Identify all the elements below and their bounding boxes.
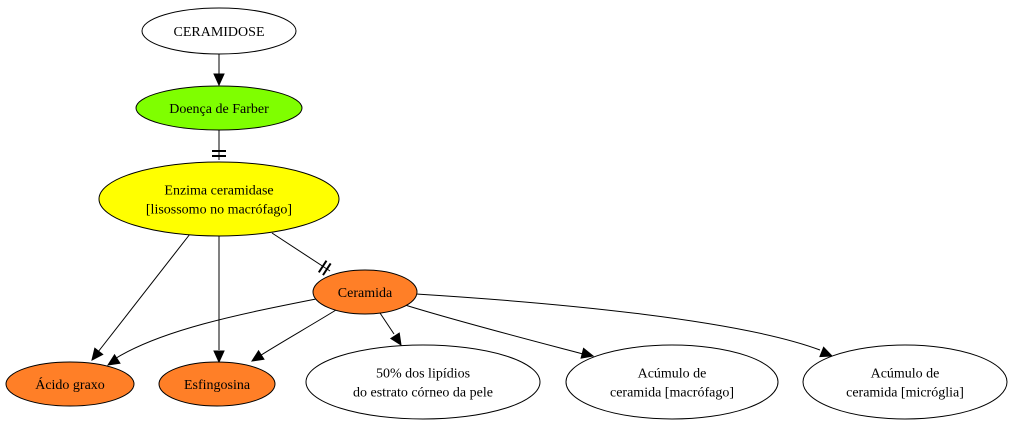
edge-line xyxy=(415,293,821,351)
edge-farber-to-enzima xyxy=(212,130,226,160)
edges-layer xyxy=(91,54,834,366)
node-ellipse xyxy=(158,361,276,407)
node-ellipse xyxy=(98,161,340,237)
edge-enzima-to-ceramida xyxy=(271,232,332,276)
node-lipidios: 50% dos lipídios do estrato córneo da pel… xyxy=(305,344,541,420)
node-ellipse xyxy=(565,344,779,420)
node-label-line: Doença de Farber xyxy=(169,102,269,117)
arrowhead xyxy=(213,73,225,87)
node-ellipse xyxy=(5,361,135,407)
arrowhead xyxy=(213,350,225,364)
edge-ceramida-to-lipidios xyxy=(379,312,402,347)
node-farber: Doença de Farber xyxy=(135,85,303,131)
node-label-line: Enzima ceramidase xyxy=(164,184,273,199)
tee-marker xyxy=(322,262,332,276)
edge-line xyxy=(112,298,317,361)
arrowhead xyxy=(580,347,595,359)
arrowhead xyxy=(91,347,104,361)
node-label-line: ceramida [micróglia] xyxy=(846,386,964,401)
edge-line xyxy=(379,312,395,335)
node-label-line: Acúmulo de xyxy=(871,367,940,382)
arrowhead xyxy=(389,332,402,347)
node-esfingosina: Esfingosina xyxy=(158,361,276,407)
tee-marker xyxy=(317,260,328,273)
edge-line xyxy=(97,233,191,353)
node-label-line: ceramida [macrófago] xyxy=(610,386,734,401)
arrowhead xyxy=(250,349,265,362)
edge-enzima-to-esfingosina xyxy=(213,236,225,364)
node-ceramida: Ceramida xyxy=(312,269,418,315)
node-macrofago: Acúmulo de ceramida [macrófago] xyxy=(565,344,779,420)
node-ellipse xyxy=(305,344,541,420)
node-ellipse xyxy=(802,344,1008,420)
node-enzima: Enzima ceramidase [lisossomo no macrófago… xyxy=(98,161,340,237)
node-label-line: Esfingosina xyxy=(184,378,251,393)
edge-line xyxy=(404,304,584,355)
edge-ceramida-to-acido xyxy=(106,298,317,366)
node-ellipse xyxy=(135,85,303,131)
node-label-line: Ceramida xyxy=(338,286,393,301)
node-ellipse xyxy=(312,269,418,315)
node-label-line: [lisossomo no macrófago] xyxy=(146,203,292,218)
node-acido: Ácido graxo xyxy=(5,361,135,407)
node-label-line: Ácido graxo xyxy=(35,376,105,393)
node-label-line: CERAMIDOSE xyxy=(173,25,264,40)
edge-ceramida-to-esfingosina xyxy=(250,309,337,362)
edge-line xyxy=(271,232,331,272)
arrowhead xyxy=(819,346,834,358)
node-ellipse xyxy=(141,7,297,55)
edge-ceramida-to-macrofago xyxy=(404,304,595,359)
edge-line xyxy=(257,309,337,358)
node-ceramidose: CERAMIDOSE xyxy=(141,7,297,55)
node-label-line: 50% dos lipídios xyxy=(376,367,470,382)
edge-enzima-to-acido xyxy=(91,233,191,361)
node-label-line: Acúmulo de xyxy=(638,367,707,382)
node-label-line: do estrato córneo da pele xyxy=(353,386,493,401)
edge-ceramida-to-microglia xyxy=(415,293,834,358)
node-microglia: Acúmulo de ceramida [micróglia] xyxy=(802,344,1008,420)
edge-ceramidose-to-farber xyxy=(213,54,225,87)
arrowhead xyxy=(106,353,121,366)
